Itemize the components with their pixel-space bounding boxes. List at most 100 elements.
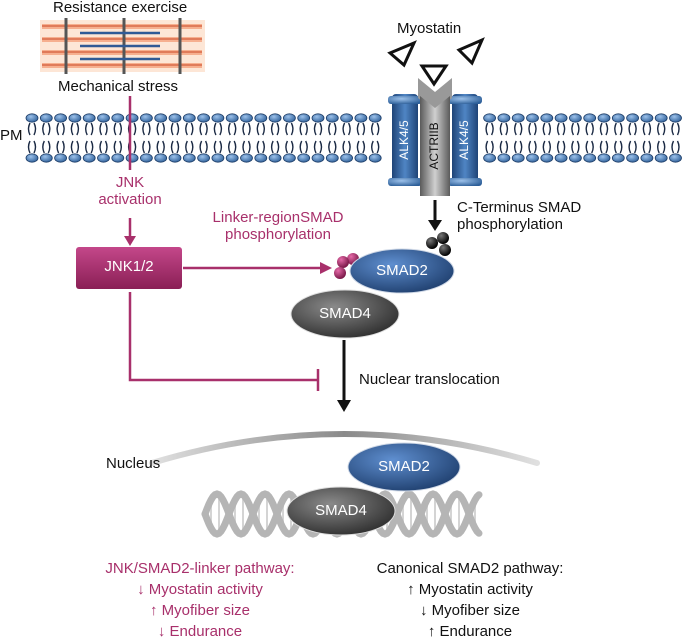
- lipid-tail: [61, 140, 65, 154]
- lipid-head: [197, 113, 211, 123]
- lipid-tail: [342, 140, 346, 154]
- lipid-head: [640, 153, 654, 163]
- lipid-tail: [599, 140, 603, 154]
- lipid-tail: [528, 122, 532, 136]
- smad4-top-label: SMAD4: [319, 305, 371, 322]
- lipid-head: [268, 153, 282, 163]
- lipid-tail: [299, 140, 303, 154]
- lipid-tail: [242, 140, 246, 154]
- right-summary-title: Canonical SMAD2 pathway:: [376, 560, 564, 577]
- lipid-tail: [376, 122, 380, 136]
- lipid-head: [82, 113, 96, 123]
- plasma-membrane: [25, 113, 682, 163]
- lipid-tail: [233, 122, 237, 136]
- lipid-tail: [605, 140, 609, 154]
- lipid-head: [54, 113, 67, 123]
- lipid-tail: [42, 122, 45, 136]
- linker-phosphates: [334, 253, 359, 279]
- lipid-tail: [113, 140, 117, 154]
- jnk12-label: JNK1/2: [104, 258, 154, 275]
- lipid-tail: [76, 122, 80, 136]
- smad2-bottom-shape: [347, 442, 461, 492]
- lipid-tail: [342, 122, 346, 136]
- lipid-tail: [270, 140, 274, 154]
- jnk-activation-line2: activation: [98, 191, 162, 209]
- lipid-tail: [213, 122, 217, 136]
- lipid-tail: [485, 122, 489, 136]
- jnk-activation-line1: JNK: [115, 174, 145, 191]
- lipid-tail: [328, 140, 331, 154]
- lipid-tail: [276, 122, 280, 136]
- lipid-tail: [247, 140, 251, 154]
- lipid-tail: [619, 122, 623, 136]
- lipid-tail: [657, 140, 660, 154]
- lipid-head: [597, 113, 611, 123]
- lipid-tail: [242, 122, 246, 136]
- lipid-head: [225, 113, 239, 123]
- lipid-head: [483, 113, 497, 123]
- lipid-head: [368, 113, 382, 123]
- lipid-tail: [33, 140, 37, 154]
- lipid-head: [611, 153, 625, 163]
- smad4-bottom-label: SMAD4: [315, 502, 367, 519]
- lipid-tail: [228, 122, 231, 136]
- smad2-top-shape: [349, 248, 455, 294]
- lipid-tail: [190, 140, 194, 154]
- lipid-tail: [562, 122, 566, 136]
- lipid-tail: [113, 122, 117, 136]
- lipid-tail: [70, 140, 74, 154]
- lipid-tail: [356, 122, 360, 136]
- lipid-head: [139, 153, 153, 163]
- lipid-tail: [247, 122, 251, 136]
- lipid-tail: [85, 140, 88, 154]
- lipid-tail: [270, 122, 274, 136]
- jnk12-box: [76, 247, 182, 289]
- cterm-line1: C-Terminus SMAD: [457, 199, 582, 216]
- lipid-tail: [362, 122, 366, 136]
- lipid-head: [182, 113, 196, 123]
- lipid-head: [497, 113, 511, 123]
- lipid-tail: [56, 140, 60, 154]
- lipid-tail: [533, 122, 537, 136]
- lipid-head: [597, 153, 611, 163]
- lipid-tail: [90, 140, 94, 154]
- lipid-tail: [376, 140, 380, 154]
- lipid-tail: [371, 140, 374, 154]
- lipid-tail: [285, 122, 289, 136]
- right-summary-line3: ↑ Endurance: [427, 623, 513, 640]
- lipid-tail: [256, 140, 260, 154]
- lipid-head: [111, 153, 125, 163]
- lipid-tail: [276, 140, 280, 154]
- lipid-tail: [262, 122, 265, 136]
- nuclear-translocation-label: Nuclear translocation: [359, 371, 500, 388]
- lipid-head: [511, 153, 525, 163]
- lipid-head: [669, 113, 682, 123]
- sarcomere-icon: [40, 18, 205, 74]
- lipid-tail: [99, 140, 103, 154]
- lipid-head: [497, 153, 511, 163]
- left-summary-title: JNK/SMAD2-linker pathway:: [105, 560, 295, 577]
- lipid-head: [240, 153, 253, 163]
- lipid-head: [297, 113, 311, 123]
- lipid-head: [526, 153, 539, 163]
- lipid-tail: [585, 140, 589, 154]
- lipid-tail: [61, 122, 65, 136]
- lipid-tail: [27, 140, 31, 154]
- lipid-tail: [176, 122, 180, 136]
- lipid-tail: [571, 140, 575, 154]
- lipid-tail: [356, 140, 360, 154]
- lipid-head: [254, 113, 268, 123]
- lipid-tail: [33, 122, 37, 136]
- lipid-tail: [305, 140, 308, 154]
- lipid-tail: [662, 140, 666, 154]
- lipid-tail: [619, 140, 623, 154]
- lipid-head: [654, 113, 668, 123]
- alk-left-label: ALK4/5: [397, 120, 412, 160]
- lipid-head: [111, 113, 125, 123]
- lipid-tail: [256, 122, 260, 136]
- lipid-tail: [299, 122, 303, 136]
- lipid-tail: [605, 122, 609, 136]
- lipid-head: [168, 113, 182, 123]
- lipid-tail: [219, 122, 223, 136]
